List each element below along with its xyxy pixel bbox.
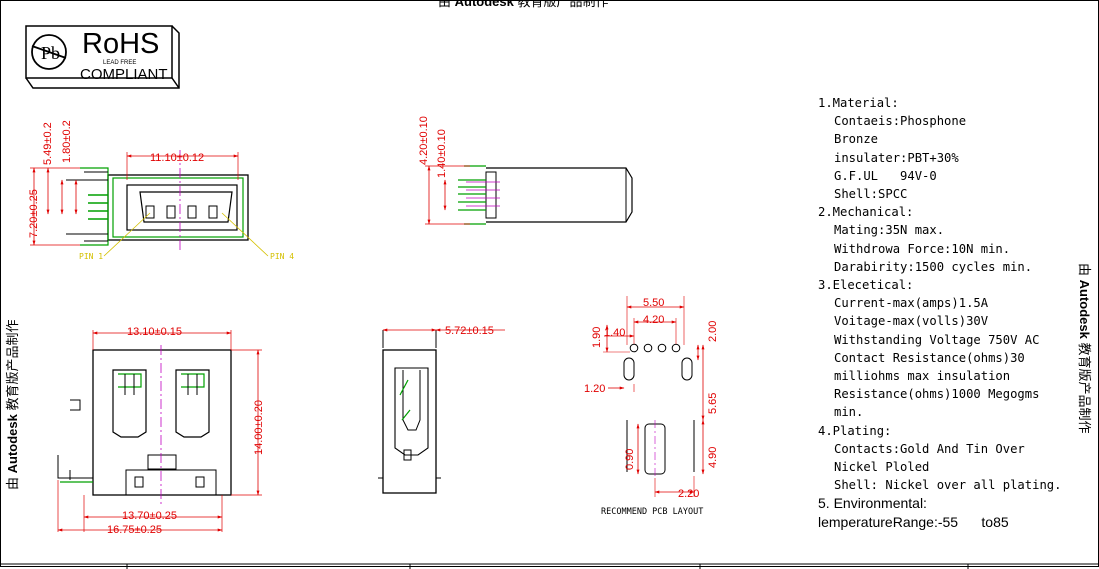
spec-line: Shell: Nickel over all plating. [834,478,1062,493]
dim-pcb-120: 1.20 [584,383,605,395]
spec-line: 2.Mechanical: [818,205,914,220]
spec-line: Withdrowa Force:10N min. [834,241,1011,256]
spec-line: 3.Elecetical: [818,278,914,293]
rohs-text: RoHS [82,28,160,60]
dim-top-width: 11.10±0.12 [150,152,204,164]
pcb-layout-caption: RECOMMEND PCB LAYOUT [601,507,704,517]
dim-pcb-200: 2.00 [707,321,719,342]
spec-line: Nickel Ploled [834,460,930,475]
dim-top-h1: 5.49±0.2 [42,122,54,165]
spec-line: Withstanding Voltage 750V AC [834,332,1040,347]
spec-line: Darabirity:1500 cycles min. [834,259,1033,274]
dim-pcb-140: 1.40 [604,327,625,339]
spec-line: insulater:PBT+30% [834,150,959,165]
dim-front-h: 14.00±0.20 [253,400,265,455]
dim-end-w: 5.72±0.15 [445,325,494,337]
dim-top-h2: 1.80±0.2 [61,120,73,163]
spec-line: 4.Plating: [818,423,892,438]
label-pin1: PIN 1 [79,252,103,261]
dim-front-b1: 13.70±0.25 [122,510,177,522]
dim-front-w: 13.10±0.15 [127,326,182,338]
spec-line: Mating:35N max. [834,223,945,238]
spec-line: Contacts:Gold And Tin Over [834,441,1025,456]
dim-pcb-220: 2.20 [678,488,699,500]
dim-pcb-420: 4.20 [643,314,664,326]
spec-line: Resistance(ohms)1000 Megogms [834,387,1040,402]
spec-line: G.F.UL 94V-0 [834,168,937,183]
pcb-layout [603,296,705,497]
dim-top-h3: 7.20±0.25 [28,189,40,238]
dim-front-b2: 16.75±0.25 [107,524,162,536]
label-pin4: PIN 4 [270,252,294,261]
spec-line: Shell:SPCC [834,187,908,202]
svg-text:Pb: Pb [41,43,60,63]
spec-temperature-range: lemperatureRange:-55 to85 [818,513,1009,530]
watermark-left: 由 Autodesk 教育版产品制作 [5,319,20,490]
dim-pcb-190: 1.90 [591,327,603,348]
spec-line: Contact Resistance(ohms)30 [834,350,1025,365]
spec-line: Current-max(amps)1.5A [834,296,989,311]
lead-free-text: LEAD FREE [103,60,137,66]
watermark-top: 由 Autodesk 教育版产品制作 [438,0,609,9]
rohs-logo: Pb RoHS LEAD FREE COMPLIANT [22,22,180,90]
spec-environmental-title: 5. Environmental: [818,495,927,512]
spec-line: Voitage-max(volls)30V [834,314,989,329]
spec-line: min. [834,405,864,420]
spec-line: milliohms max insulation [834,369,1011,384]
spec-line: Bronze [834,132,879,147]
front-view [57,330,262,532]
spec-line: Contaeis:Phosphone [834,114,967,129]
dim-pcb-490: 4.90 [707,447,719,468]
dim-pcb-565: 5.65 [707,393,719,414]
dim-pcb-090: 0.90 [624,449,636,470]
dim-side-h2: 1.40±0.10 [436,129,448,178]
spec-line: 1.Material: [818,96,899,110]
top-view [30,150,269,257]
compliant-text: COMPLIANT [80,66,168,83]
side-view [425,165,633,225]
dim-pcb-550: 5.50 [643,297,664,309]
end-view [378,328,505,494]
dim-side-h1: 4.20±0.10 [418,116,430,165]
